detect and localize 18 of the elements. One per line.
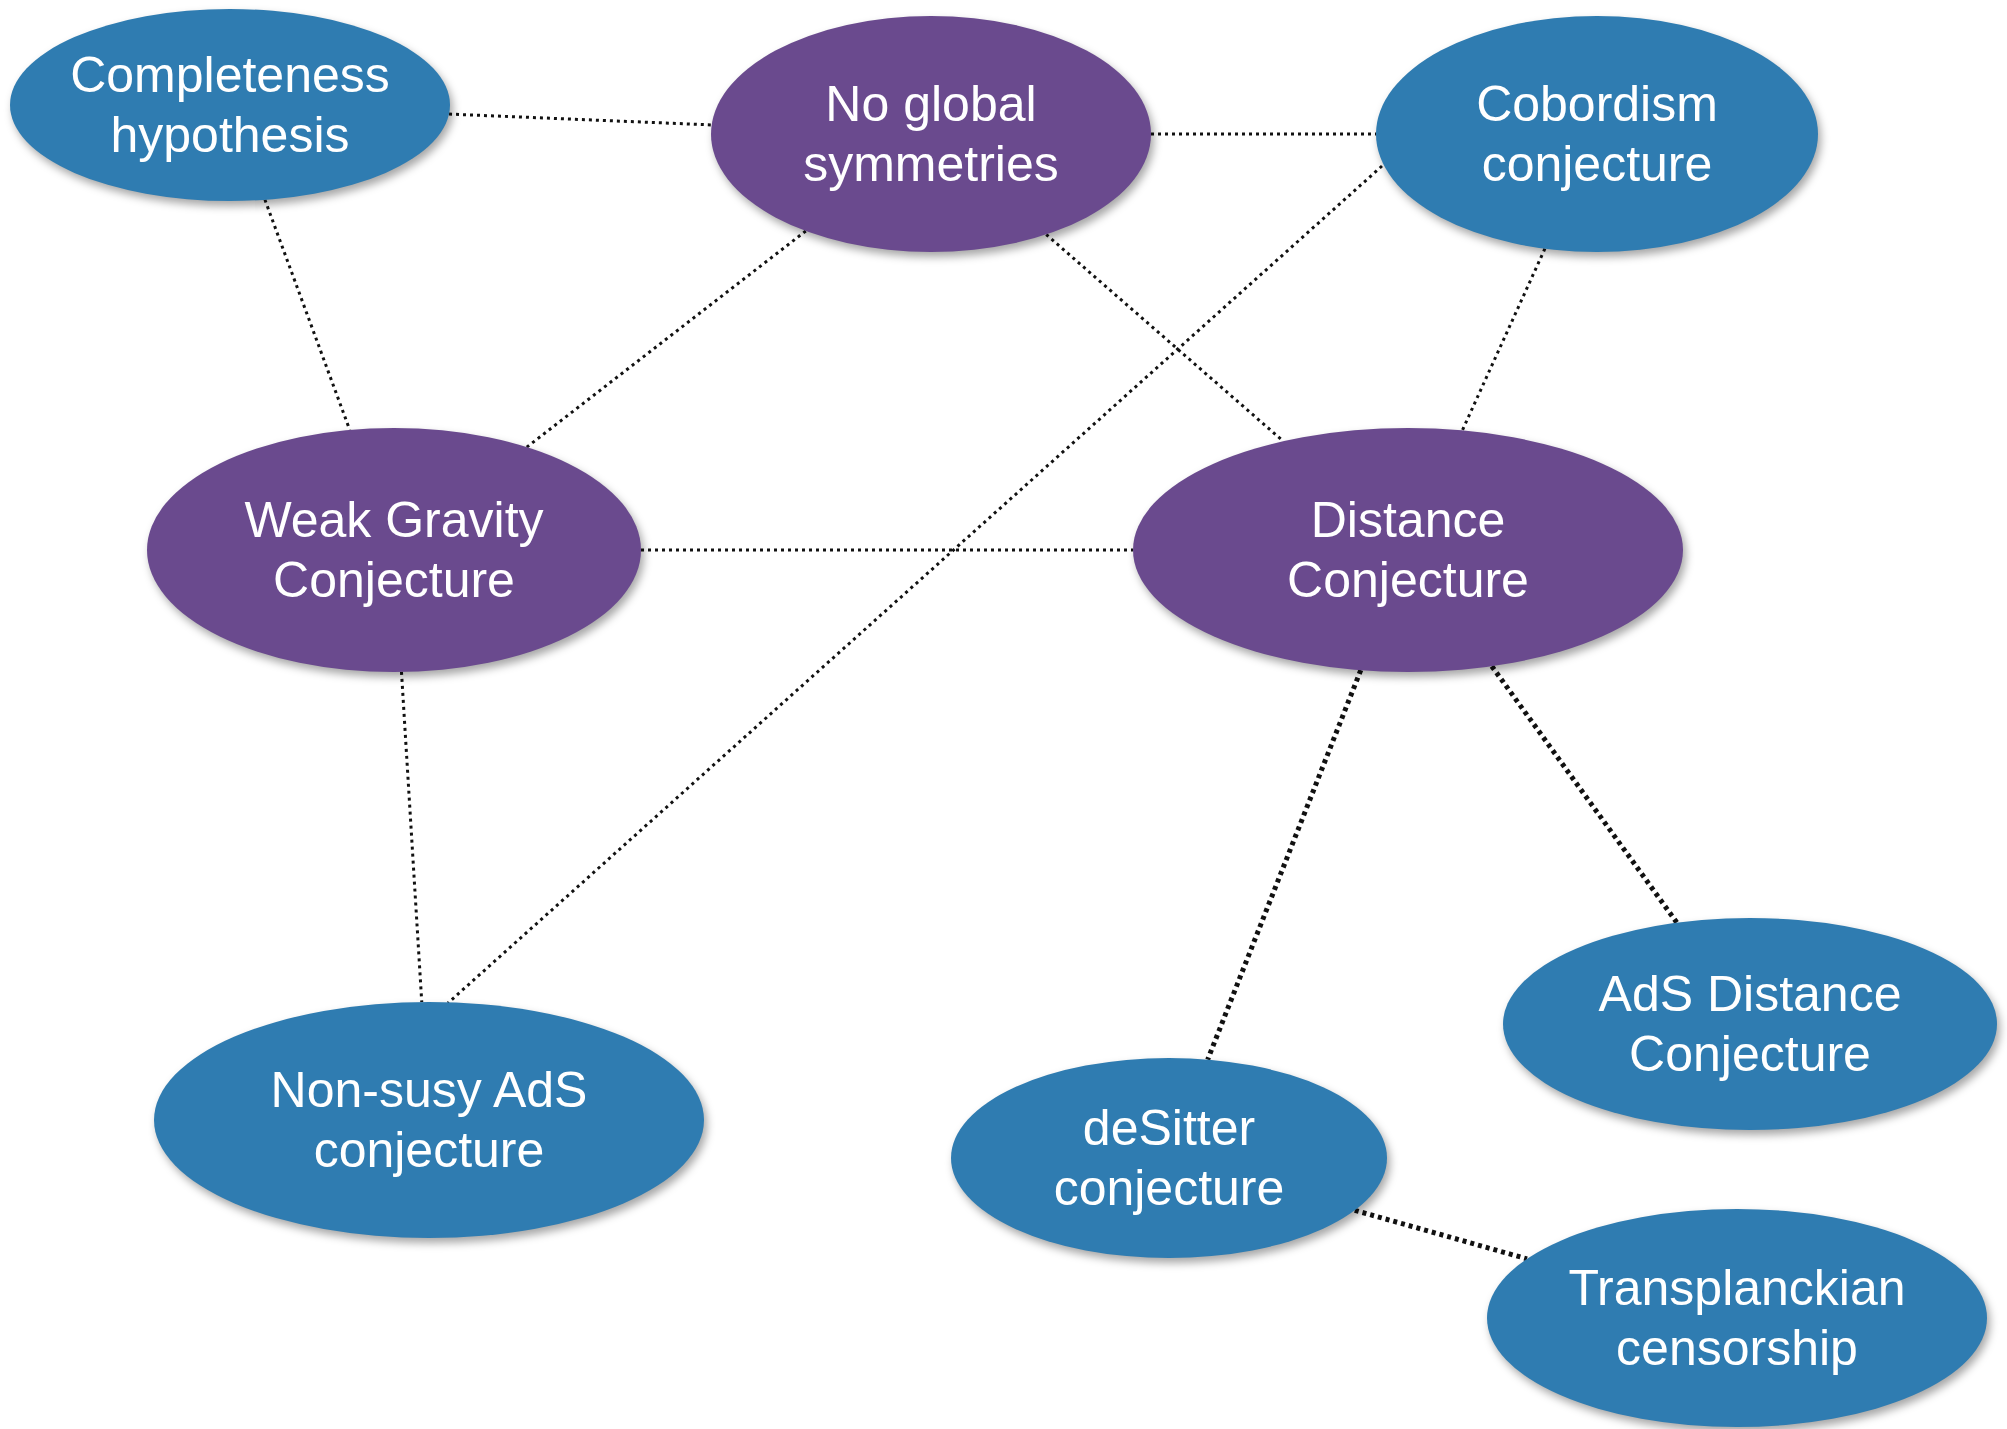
dotted-line: [1205, 669, 1364, 1061]
dotted-line: [525, 229, 807, 449]
node-label: Cobordism conjecture: [1475, 75, 1719, 194]
node-label: Transplanckian censorship: [1567, 1259, 1907, 1378]
dotted-line: [447, 164, 1383, 1005]
node-label: Distance Conjecture: [1286, 491, 1530, 610]
node-label: Non-susy AdS conjecture: [269, 1061, 589, 1180]
node-label: No global symmetries: [802, 75, 1060, 194]
node-label: Completeness hypothesis: [69, 46, 391, 165]
node-label: AdS Distance Conjecture: [1597, 965, 1903, 1084]
dotted-line: [448, 112, 712, 127]
dotted-line: [400, 671, 424, 1003]
dotted-line: [1489, 664, 1679, 925]
dotted-line: [1460, 248, 1547, 432]
node-label: deSitter conjecture: [1052, 1099, 1286, 1218]
dotted-line: [641, 548, 1133, 552]
dotted-line: [1354, 1207, 1528, 1262]
node-label: Weak Gravity Conjecture: [243, 491, 545, 610]
